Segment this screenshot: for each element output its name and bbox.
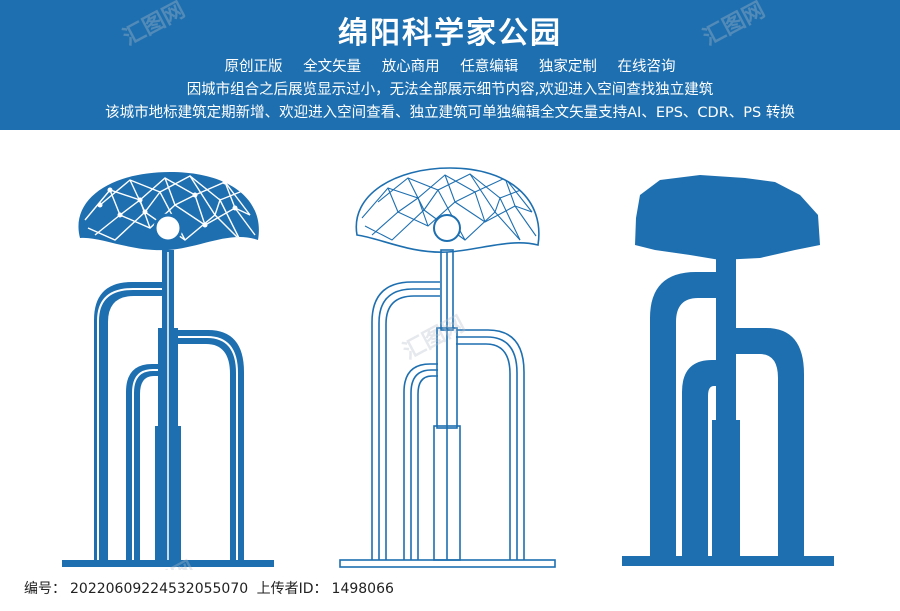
tag-consult: 在线咨询	[617, 59, 676, 75]
inner-arch	[682, 360, 716, 560]
base-plate	[62, 560, 274, 567]
uploader-label: 上传者ID：	[256, 581, 328, 597]
tag-editable: 任意编辑	[460, 59, 519, 75]
sculpture-filled-network	[62, 172, 274, 567]
outer-arch	[94, 282, 166, 560]
orb	[153, 213, 183, 243]
sculpture-illustrations	[62, 167, 834, 568]
right-arch	[736, 328, 804, 560]
sculpture-silhouette	[622, 175, 834, 566]
tag-original: 原创正版	[224, 59, 283, 75]
header-banner: 绵阳科学家公园 原创正版 全文矢量 放心商用 任意编辑 独家定制 在线咨询 因城…	[0, 0, 900, 130]
sculpture-outline	[339, 167, 556, 568]
base-plate	[339, 559, 556, 568]
notice-line-2: 该城市地标建筑定期新增、欢迎进入空间查看、独立建筑可单独编辑全文矢量支持AI、E…	[105, 105, 795, 121]
network-cap	[355, 167, 540, 253]
feature-tags: 原创正版 全文矢量 放心商用 任意编辑 独家定制 在线咨询	[0, 55, 900, 76]
footer-bar: 编号：20220609224532055070 上传者ID：1498066	[0, 570, 900, 605]
id-label: 编号：	[24, 581, 66, 597]
id-value: 20220609224532055070	[70, 581, 249, 597]
base-plate	[622, 556, 834, 566]
inner-arch	[403, 363, 438, 560]
tag-custom: 独家定制	[538, 59, 597, 75]
right-arch	[175, 330, 244, 560]
orb	[433, 214, 461, 242]
notice-line-1: 因城市组合之后展览显示过小，无法全部展示细节内容,欢迎进入空间查找独立建筑	[186, 82, 714, 98]
tag-commercial: 放心商用	[381, 59, 440, 75]
inner-arch	[126, 364, 160, 560]
outer-arch	[650, 272, 726, 560]
page-title: 绵阳科学家公园	[338, 16, 562, 51]
uploader-value: 1498066	[331, 581, 394, 597]
right-arch	[456, 329, 525, 560]
outer-arch	[371, 281, 440, 560]
cap-silhouette	[635, 175, 820, 260]
upload-info: 编号：20220609224532055070 上传者ID：1498066	[24, 578, 398, 598]
tag-vector: 全文矢量	[303, 59, 362, 75]
